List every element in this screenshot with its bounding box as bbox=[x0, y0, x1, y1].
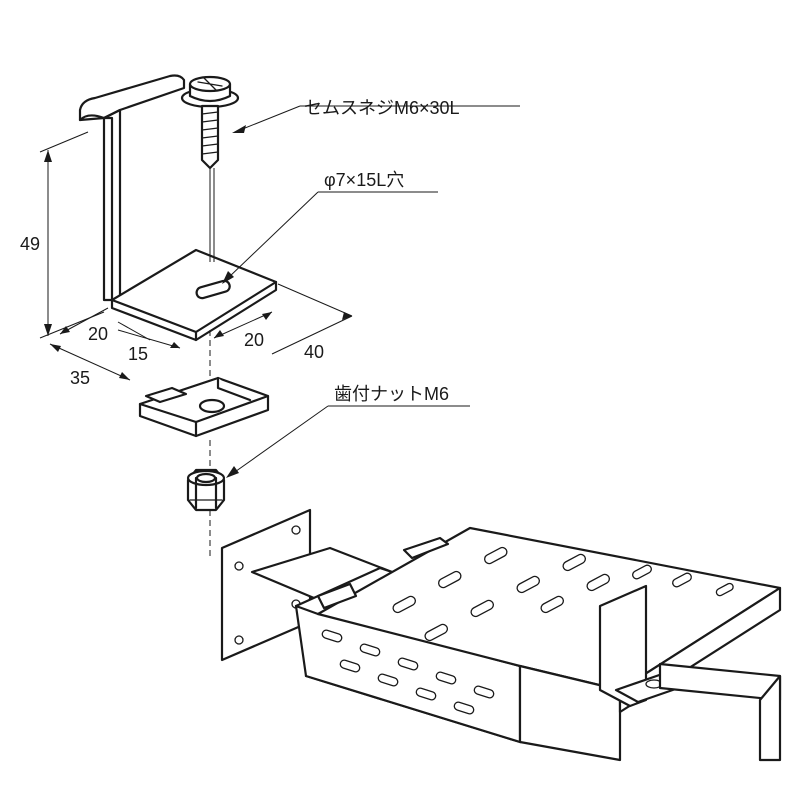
nut-label: 歯付ナットM6 bbox=[334, 384, 449, 404]
dim-length: 40 bbox=[304, 342, 324, 362]
dim-width-right: 20 bbox=[244, 330, 264, 350]
sems-screw bbox=[180, 75, 240, 262]
leader-lines bbox=[222, 105, 520, 478]
cable-tray bbox=[294, 526, 782, 762]
j-bracket bbox=[78, 74, 278, 342]
dim-width-left: 20 bbox=[88, 324, 108, 344]
dim-offset: 15 bbox=[128, 344, 148, 364]
clip-plate bbox=[138, 376, 270, 438]
dimension-lines bbox=[39, 131, 353, 381]
toothed-nut bbox=[186, 468, 226, 512]
hole-label: φ7×15L穴 bbox=[324, 170, 404, 190]
dim-height: 49 bbox=[20, 234, 40, 254]
screw-label: セムスネジM6×30L bbox=[304, 98, 460, 118]
dim-depth: 35 bbox=[70, 368, 90, 388]
